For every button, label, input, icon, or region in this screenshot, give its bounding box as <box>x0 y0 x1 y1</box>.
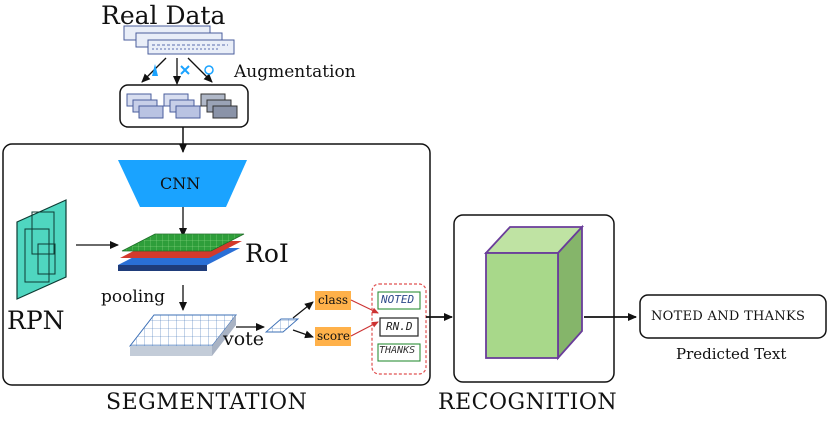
augmented-documents <box>126 93 238 119</box>
scissors-icon <box>180 65 190 75</box>
score-label: score <box>317 329 350 343</box>
augmentation-label: Augmentation <box>234 62 356 82</box>
rpn-label: RPN <box>7 306 65 335</box>
score-tag <box>315 327 351 346</box>
arrow-score-to-crops <box>350 321 379 337</box>
real-data-label: Real Data <box>101 1 226 30</box>
rpn-block <box>16 199 67 300</box>
pooled-grid <box>128 314 238 356</box>
arrow-to-score <box>292 329 314 339</box>
feature-map-stack <box>118 233 245 271</box>
roi-label: RoI <box>245 239 289 268</box>
class-tag <box>315 291 351 310</box>
vote-grid <box>264 318 300 333</box>
predicted-text-label: Predicted Text <box>676 345 787 363</box>
word-crop-1-text: NOTED <box>381 293 415 306</box>
word-crops-box <box>371 283 427 375</box>
arrow-to-class <box>292 301 314 319</box>
recognition-panel <box>453 214 615 383</box>
arrow-class-to-crops <box>350 299 379 314</box>
segmentation-panel <box>2 143 431 386</box>
output-box <box>639 294 827 339</box>
class-label: class <box>318 293 349 307</box>
recognition-cube <box>483 224 585 361</box>
pooling-label: pooling <box>101 287 166 307</box>
word-crop-1 <box>377 291 421 310</box>
word-crop-2-text: RN.D <box>386 320 413 333</box>
rotate-icon <box>204 65 214 75</box>
word-crop-2 <box>379 317 419 337</box>
word-crop-3-text: THANKS <box>379 345 416 356</box>
cnn-block <box>118 160 247 207</box>
segmentation-label: SEGMENTATION <box>106 390 308 415</box>
output-text: NOTED AND THANKS <box>651 309 806 324</box>
flask-icon <box>152 64 158 76</box>
real-data-documents <box>123 25 235 55</box>
vote-label: vote <box>223 328 265 350</box>
recognition-label: RECOGNITION <box>438 390 618 415</box>
cnn-label: CNN <box>160 174 201 193</box>
word-crop-3 <box>377 343 421 362</box>
augmentation-arrows <box>141 57 213 85</box>
